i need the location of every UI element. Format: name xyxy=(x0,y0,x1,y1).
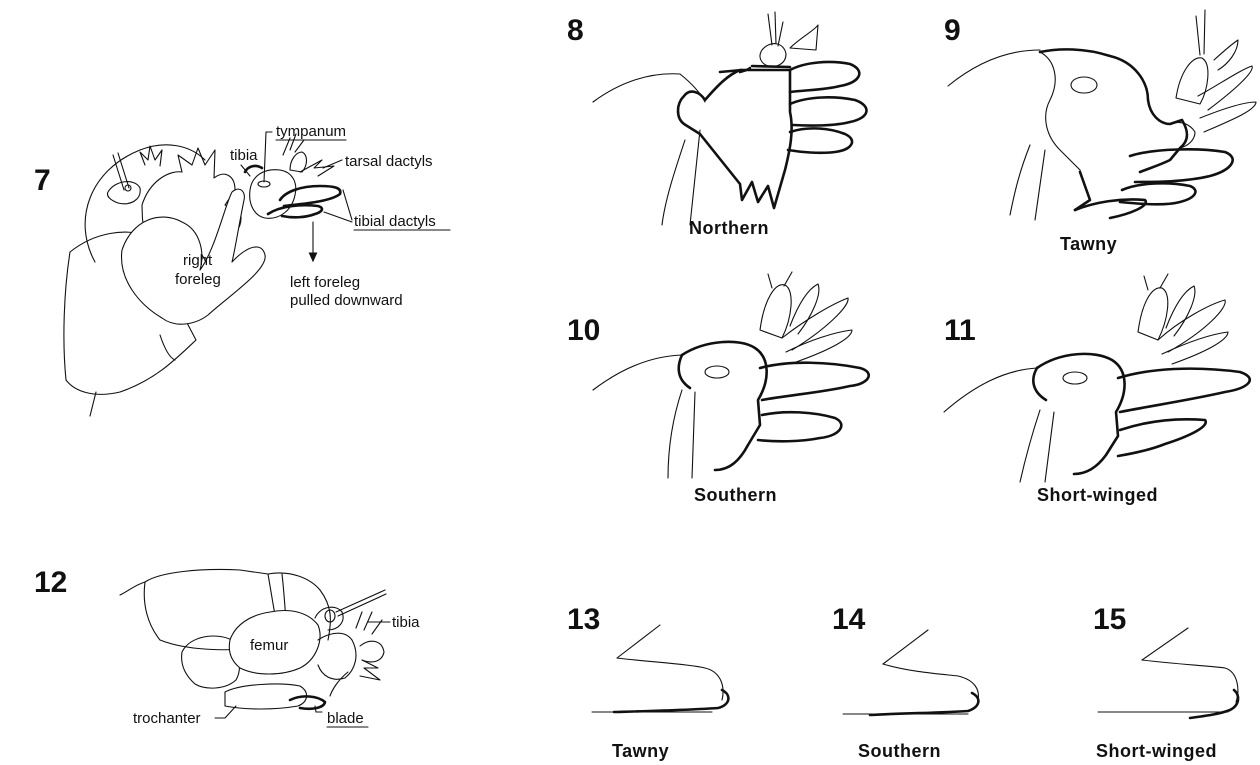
caption-southern: Southern xyxy=(694,485,777,505)
figure-10-drawing xyxy=(593,272,869,478)
label-tibia-12: tibia xyxy=(392,614,420,631)
figure-8: 8 Northern xyxy=(567,12,866,238)
figure-number-15: 15 xyxy=(1093,603,1126,636)
figure-8-drawing xyxy=(593,12,866,225)
figure-14: 14 Southern xyxy=(832,603,978,761)
label-tympanum: tympanum xyxy=(276,123,346,140)
caption-short-winged-15: Short-winged xyxy=(1096,741,1217,761)
label-tibial-dactyls: tibial dactyls xyxy=(354,213,436,230)
figure-11: 11 Short-winged xyxy=(944,274,1250,505)
label-pulled-downward: pulled downward xyxy=(290,292,403,309)
caption-southern-14: Southern xyxy=(858,741,941,761)
caption-tawny-13: Tawny xyxy=(612,741,669,761)
label-foreleg: foreleg xyxy=(175,271,221,288)
figure-10: 10 Southern xyxy=(567,272,869,505)
figure-12: 12 tibia femur troc xyxy=(34,566,420,727)
figure-15-drawing xyxy=(1098,628,1238,718)
caption-short-winged-11: Short-winged xyxy=(1037,485,1158,505)
figure-number-7: 7 xyxy=(34,164,51,197)
figure-9-drawing xyxy=(948,10,1256,220)
label-tibia: tibia xyxy=(230,147,258,164)
figure-11-drawing xyxy=(944,274,1250,482)
figure-13-drawing xyxy=(592,625,728,712)
figure-number-11: 11 xyxy=(944,314,976,347)
figure-number-10: 10 xyxy=(567,314,600,347)
figure-number-12: 12 xyxy=(34,566,67,599)
figure-number-14: 14 xyxy=(832,603,866,636)
figure-number-13: 13 xyxy=(567,603,600,636)
figure-13: 13 Tawny xyxy=(567,603,728,761)
figure-9: 9 Tawny xyxy=(944,10,1256,254)
figure-number-8: 8 xyxy=(567,14,584,47)
label-femur: femur xyxy=(250,637,288,654)
caption-northern: Northern xyxy=(689,218,769,238)
label-left-foreleg: left foreleg xyxy=(290,274,360,291)
label-trochanter: trochanter xyxy=(133,710,201,727)
figure-15: 15 Short-winged xyxy=(1093,603,1238,761)
figure-14-drawing xyxy=(843,630,978,715)
label-blade: blade xyxy=(327,710,364,727)
caption-tawny: Tawny xyxy=(1060,234,1117,254)
label-tarsal-dactyls: tarsal dactyls xyxy=(345,153,433,170)
label-right: right xyxy=(183,252,213,269)
figure-number-9: 9 xyxy=(944,14,961,47)
figure-7: 7 xyxy=(34,123,450,416)
